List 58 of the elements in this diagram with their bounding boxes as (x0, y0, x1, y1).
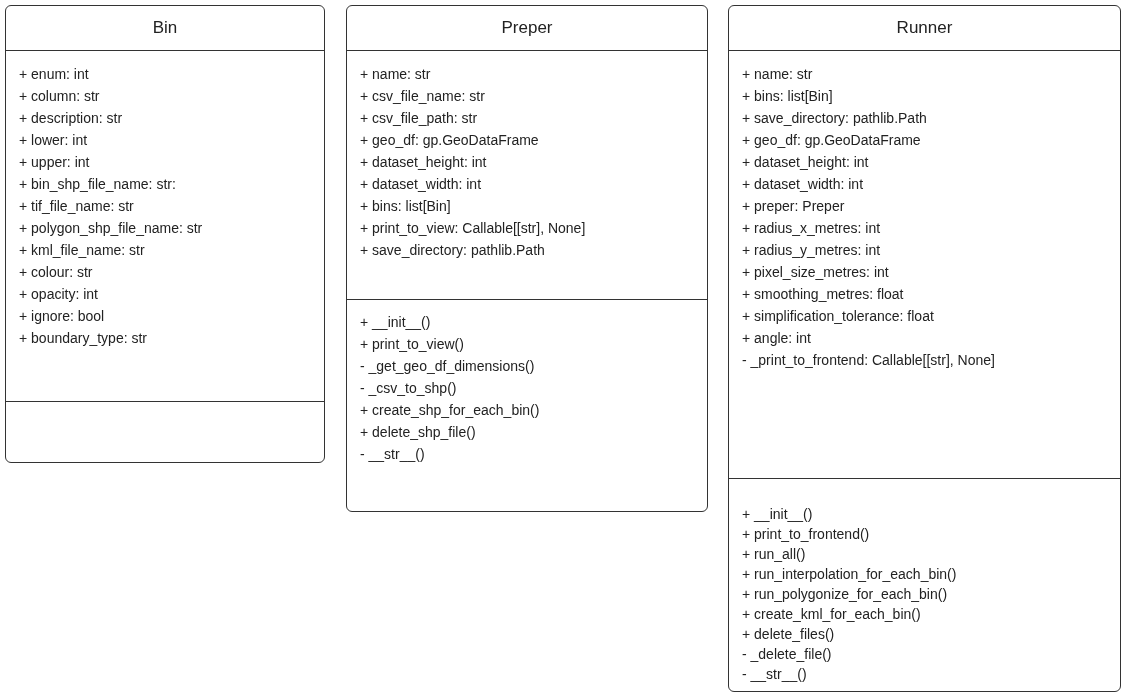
method-text: - __str__() (360, 445, 425, 464)
method-text: + delete_files() (742, 625, 835, 644)
attribute-text: + save_directory: pathlib.Path (360, 241, 545, 260)
class-box (346, 5, 708, 512)
attribute-text: + save_directory: pathlib.Path (742, 109, 927, 128)
method-text: - _csv_to_shp() (360, 379, 457, 398)
attribute-text: + csv_file_path: str (360, 109, 478, 128)
method-text: + __init__() (360, 313, 431, 332)
method-text: + __init__() (742, 505, 813, 524)
method-text: + print_to_view() (360, 335, 464, 354)
attribute-text: + bins: list[Bin] (360, 197, 451, 216)
attribute-text: + bins: list[Bin] (742, 87, 833, 106)
attribute-text: + geo_df: gp.GeoDataFrame (360, 131, 539, 150)
attribute-text: + name: str (360, 65, 431, 84)
attribute-text: + radius_y_metres: int (742, 241, 881, 260)
attribute-text: + colour: str (19, 263, 93, 282)
method-text: - _delete_file() (742, 645, 832, 664)
class-box (5, 5, 325, 463)
attribute-text: - _print_to_frontend: Callable[[str], None] (742, 351, 995, 370)
attribute-text: + dataset_width: int (360, 175, 482, 194)
attribute-text: + description: str (19, 109, 123, 128)
attribute-text: + column: str (19, 87, 100, 106)
attribute-text: + upper: int (19, 153, 90, 172)
attribute-text: + preper: Preper (742, 197, 845, 216)
class-name: Bin (152, 18, 178, 38)
method-text: + print_to_frontend() (742, 525, 870, 544)
method-text: - __str__() (742, 665, 807, 684)
attribute-text: + lower: int (19, 131, 88, 150)
attribute-text: + pixel_size_metres: int (742, 263, 889, 282)
method-text: + run_interpolation_for_each_bin() (742, 565, 957, 584)
method-text: + create_shp_for_each_bin() (360, 401, 540, 420)
attribute-text: + csv_file_name: str (360, 87, 485, 106)
class-box (728, 5, 1121, 692)
class-name: Preper (501, 18, 553, 38)
attribute-text: + enum: int (19, 65, 89, 84)
attribute-text: + ignore: bool (19, 307, 105, 326)
attribute-text: + kml_file_name: str (19, 241, 145, 260)
method-text: + create_kml_for_each_bin() (742, 605, 921, 624)
class-name: Runner (896, 18, 953, 38)
attribute-text: + radius_x_metres: int (742, 219, 881, 238)
method-text: + run_all() (742, 545, 806, 564)
attribute-text: + bin_shp_file_name: str: (19, 175, 176, 194)
attribute-text: + dataset_height: int (360, 153, 487, 172)
attribute-text: + simplification_tolerance: float (742, 307, 934, 326)
attribute-text: + boundary_type: str (19, 329, 148, 348)
attribute-text: + smoothing_metres: float (742, 285, 904, 304)
attribute-text: + tif_file_name: str (19, 197, 134, 216)
attribute-text: + polygon_shp_file_name: str (19, 219, 203, 238)
attribute-text: + name: str (742, 65, 813, 84)
attribute-text: + angle: int (742, 329, 811, 348)
attribute-text: + dataset_height: int (742, 153, 869, 172)
attribute-text: + dataset_width: int (742, 175, 864, 194)
attribute-text: + print_to_view: Callable[[str], None] (360, 219, 586, 238)
method-text: + run_polygonize_for_each_bin() (742, 585, 948, 604)
attribute-text: + geo_df: gp.GeoDataFrame (742, 131, 921, 150)
attribute-text: + opacity: int (19, 285, 98, 304)
method-text: + delete_shp_file() (360, 423, 476, 442)
method-text: - _get_geo_df_dimensions() (360, 357, 535, 376)
